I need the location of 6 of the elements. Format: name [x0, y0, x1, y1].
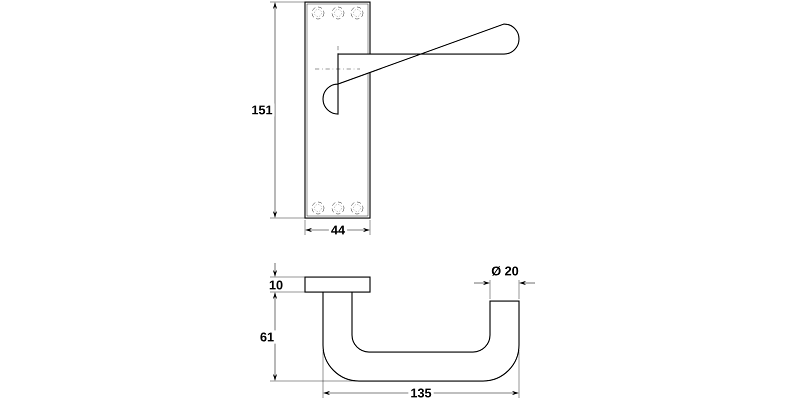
dimension-label: 44	[328, 224, 348, 236]
dimension-label: Ø 20	[492, 266, 518, 276]
dimension-label: 61	[258, 330, 276, 344]
dimension-label: 10	[270, 280, 283, 290]
dimension-label: 151	[249, 103, 275, 117]
dimension-label: 135	[408, 386, 434, 400]
